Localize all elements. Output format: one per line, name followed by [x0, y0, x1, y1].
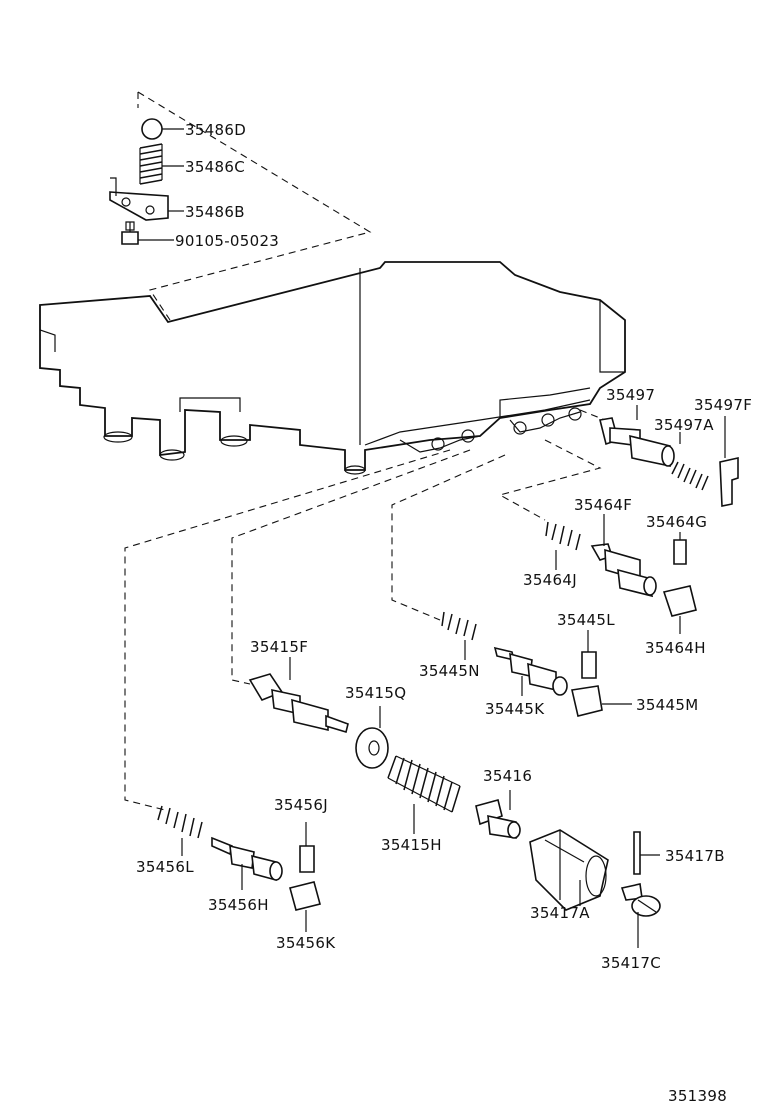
label-35417A: 35417A: [530, 904, 590, 922]
label-35445K: 35445K: [485, 700, 545, 718]
washer-35415Q: [355, 706, 389, 769]
spring-35415H: [387, 755, 461, 834]
ball-35486D: [141, 118, 163, 140]
part-35416: [475, 790, 521, 839]
label-35456L: 35456L: [136, 858, 194, 876]
parts-35497: [599, 405, 739, 507]
label-90105-05023: 90105-05023: [175, 232, 279, 250]
parts-35464: [545, 514, 697, 634]
label-35497F: 35497F: [694, 396, 752, 414]
spring-35456L: [157, 805, 203, 839]
sleeve-35417A: [529, 829, 609, 911]
spring-35486C: [139, 143, 163, 185]
label-35415H: 35415H: [381, 836, 442, 854]
spring-35445N: [441, 611, 477, 641]
label-35445M: 35445M: [636, 696, 698, 714]
parts-35456: [157, 805, 321, 932]
label-35417B: 35417B: [665, 847, 725, 865]
plug-35445M: [571, 685, 603, 717]
pin-35445L: [581, 651, 597, 679]
pin-35464G: [673, 539, 687, 565]
parts-35415F: [248, 657, 349, 734]
label-35417C: 35417C: [601, 954, 661, 972]
label-35464G: 35464G: [646, 513, 707, 531]
label-35415F: 35415F: [250, 638, 308, 656]
plug-35464H: [662, 585, 697, 617]
label-35464H: 35464H: [645, 639, 706, 657]
label-35486D: 35486D: [185, 121, 246, 139]
label-35497: 35497: [606, 386, 655, 404]
label-35486B: 35486B: [185, 203, 245, 221]
label-35497A: 35497A: [654, 416, 714, 434]
screw-35417C: [620, 883, 661, 948]
pin-35456J: [299, 845, 315, 873]
parts-35445: [441, 611, 632, 717]
label-35416: 35416: [483, 767, 532, 785]
spring-35497A: [671, 461, 709, 491]
spring-35464J: [545, 521, 581, 551]
label-35486C: 35486C: [185, 158, 245, 176]
part-labels: 35486D 35486C 35486B 90105-05023 35497 3…: [136, 121, 752, 1105]
plug-35456K: [289, 881, 321, 911]
label-35456K: 35456K: [276, 934, 336, 952]
label-35464F: 35464F: [574, 496, 632, 514]
figure-number: 351398: [668, 1087, 727, 1105]
plate-35486B: [109, 177, 169, 221]
label-35464J: 35464J: [523, 571, 577, 589]
label-35445N: 35445N: [419, 662, 480, 680]
detail-group-35486: [109, 91, 372, 321]
label-35445L: 35445L: [557, 611, 615, 629]
valve-body: [39, 261, 626, 475]
pin-35417B: [633, 831, 660, 875]
assembly-lines: [124, 409, 606, 811]
label-35415Q: 35415Q: [345, 684, 406, 702]
bolt-90105-05023: [121, 221, 139, 245]
label-35456J: 35456J: [274, 796, 328, 814]
label-35456H: 35456H: [208, 896, 269, 914]
